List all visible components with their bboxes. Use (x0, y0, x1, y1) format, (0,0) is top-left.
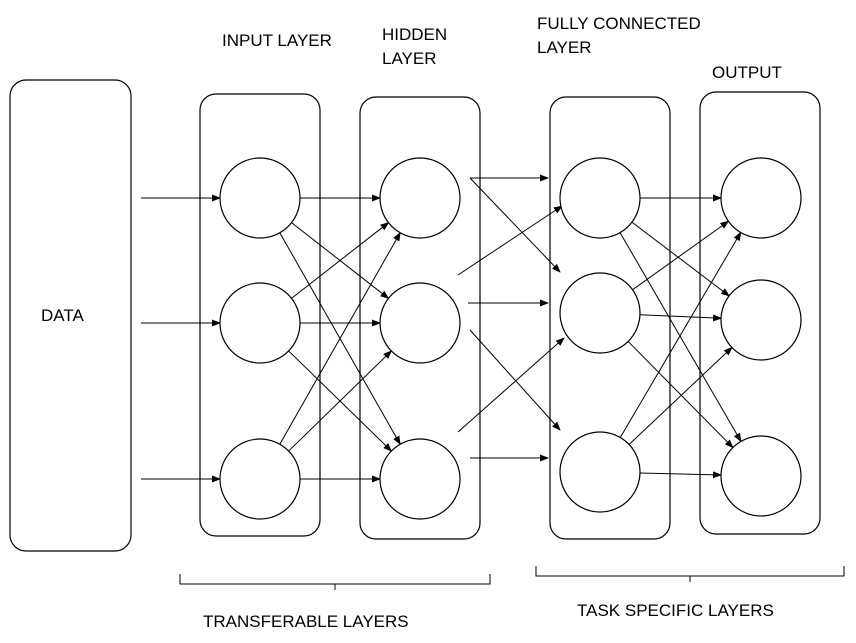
fc-to-output-edge-3-1 (619, 231, 742, 438)
output-node-1 (720, 157, 802, 239)
input-node-2 (219, 282, 301, 364)
fully-connected-node-1 (559, 157, 641, 239)
hidden-to-fc-edge-6 (457, 337, 565, 433)
output-layer-label: OUTPUT (712, 63, 782, 82)
hidden-to-fc-edge-3 (457, 205, 563, 276)
hidden-layer-box (359, 96, 481, 540)
fc-to-output-edge-2-3 (627, 341, 734, 449)
fc-to-output-edge-1-3 (619, 232, 742, 443)
output-layer-box (699, 91, 821, 535)
input-layer-label: INPUT LAYER (222, 31, 332, 50)
input-to-hidden-edge-3-1 (279, 231, 401, 445)
hidden-node-1 (379, 157, 461, 239)
task-specific-layers-label: TASK SPECIFIC LAYERS (577, 601, 774, 620)
hidden-to-fc-edge-2 (469, 177, 561, 273)
fully-connected-label-line2: LAYER (537, 38, 592, 57)
hidden-layer-label-line1: HIDDEN (382, 25, 447, 44)
fully-connected-node-3 (559, 431, 641, 513)
hidden-layer-label-line2: LAYER (382, 49, 437, 68)
input-to-hidden-edge-3-2 (288, 350, 393, 452)
transferable-layers-label: TRANSFERABLE LAYERS (203, 612, 409, 631)
hidden-node-2 (379, 282, 461, 364)
fc-to-output-edge-3-3 (639, 471, 723, 479)
hidden-node-3 (379, 438, 461, 520)
fc-to-output-edge-2-2 (639, 314, 723, 322)
hidden-to-fc-edge-5 (469, 329, 561, 431)
fully-connected-label-line1: FULLY CONNECTED (537, 14, 701, 33)
fully-connected-node-2 (559, 272, 641, 354)
fc-to-output-edge-2-1 (632, 220, 730, 291)
input-layer-box (199, 93, 321, 537)
connections (141, 174, 742, 483)
fc-to-output-edge-3-2 (628, 346, 733, 445)
input-node-3 (219, 438, 301, 520)
transferable-layers-brace (179, 574, 491, 590)
output-node-3 (720, 435, 802, 517)
data-box (9, 79, 132, 552)
output-node-2 (720, 279, 802, 361)
input-node-1 (219, 157, 301, 239)
input-to-hidden-edge-2-1 (291, 222, 390, 299)
task-specific-layers-brace (535, 566, 845, 582)
neurons (219, 157, 802, 520)
fc-to-output-edge-1-2 (631, 221, 730, 297)
data-label: DATA (41, 306, 84, 325)
